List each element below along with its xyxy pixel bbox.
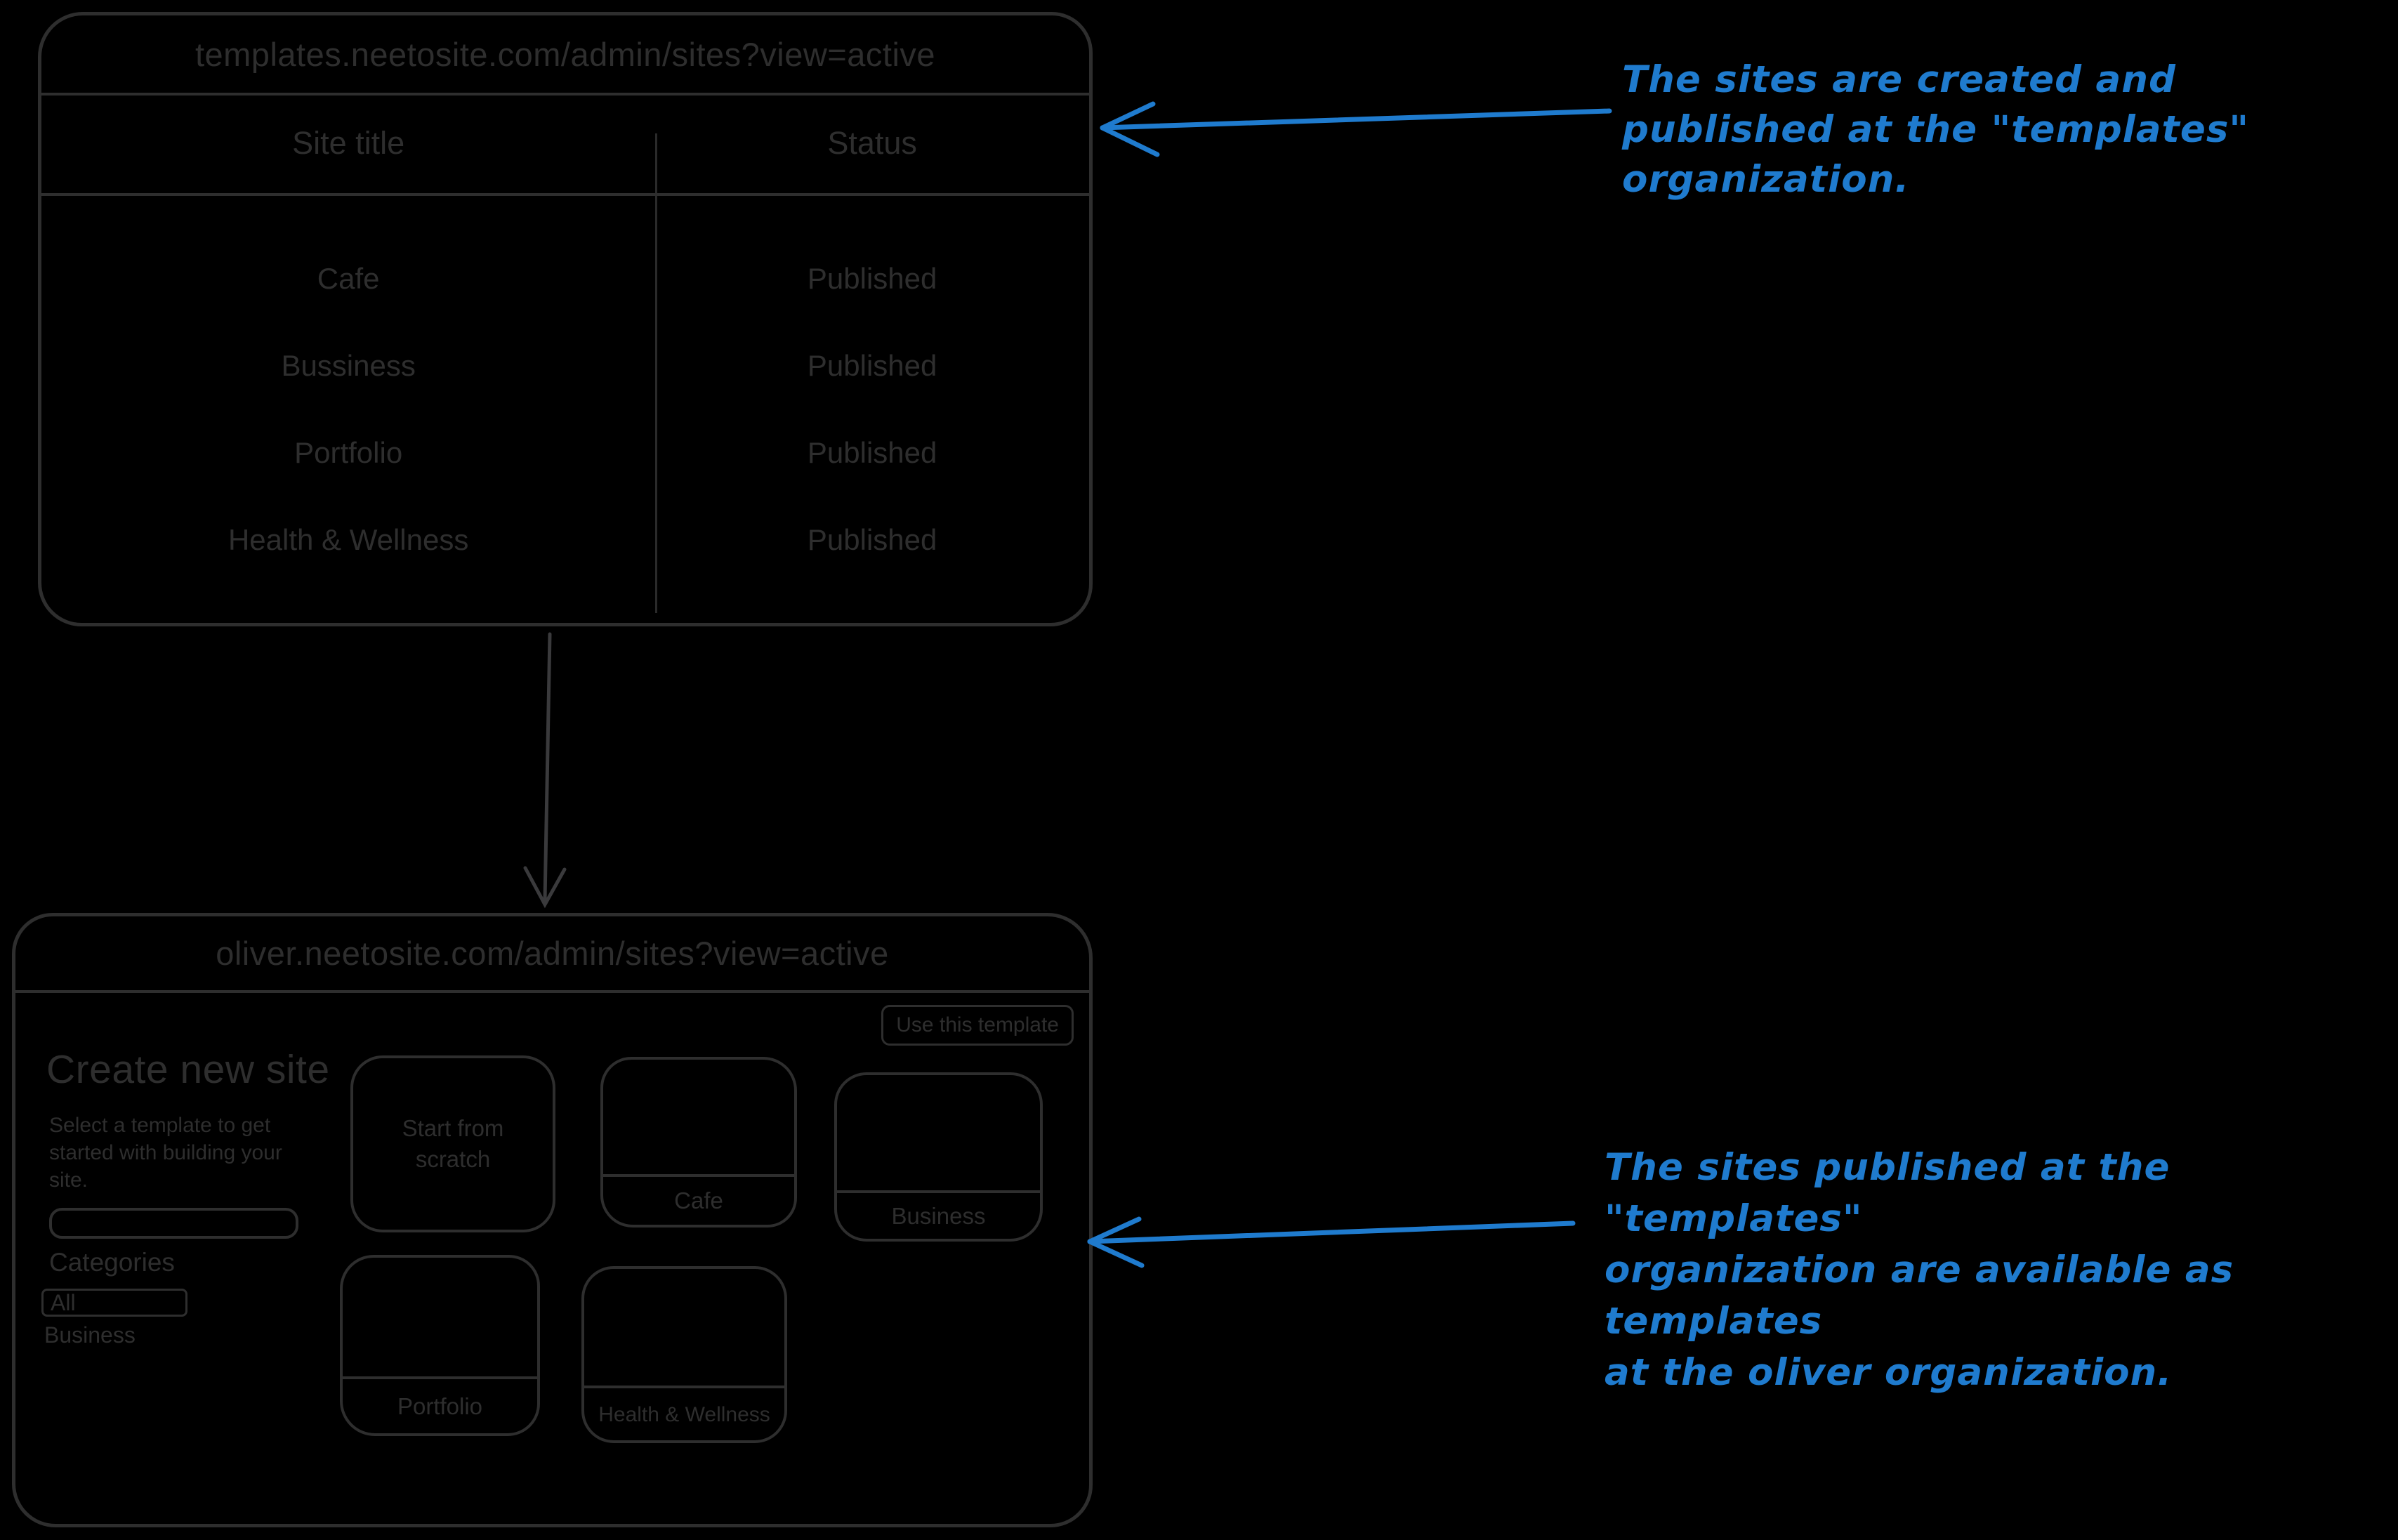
annotation-arrow-top [1100, 101, 1612, 157]
card-preview-area [837, 1075, 1040, 1190]
annotation-line: organization are available as templates [1605, 1249, 2234, 1343]
table-row: Bussiness Published [41, 322, 1089, 409]
table-row: Portfolio Published [41, 409, 1089, 496]
annotation-top-text: The sites are created and published at t… [1622, 55, 2249, 204]
annotation-line: at the oliver organization. [1605, 1351, 2173, 1394]
use-this-template-button[interactable]: Use this template [881, 1005, 1074, 1046]
template-search-input[interactable] [49, 1208, 298, 1239]
category-option-all[interactable]: All [41, 1289, 187, 1317]
site-title-cell: Portfolio [294, 436, 403, 469]
url-bar: oliver.neetosite.com/admin/sites?view=ac… [15, 916, 1089, 993]
annotation-line: The sites published at the "templates" [1605, 1146, 2170, 1240]
table-header-divider [40, 193, 1091, 196]
site-title-cell: Bussiness [281, 349, 416, 382]
table-row: Health & Wellness Published [41, 496, 1089, 584]
create-site-subtitle: Select a template to get started with bu… [49, 1114, 282, 1192]
annotation-arrow-bottom [1087, 1216, 1576, 1268]
annotation-line: organization. [1622, 158, 1910, 201]
status-cell: Published [807, 523, 937, 556]
card-preview-area [584, 1269, 784, 1386]
down-arrow [523, 632, 567, 909]
category-option-business[interactable]: Business [44, 1322, 136, 1348]
column-header-site-title: Site title [292, 125, 405, 161]
site-title-cell: Health & Wellness [228, 523, 469, 556]
create-new-site-heading: Create new site [46, 1047, 330, 1092]
oliver-admin-window: oliver.neetosite.com/admin/sites?view=ac… [12, 913, 1093, 1527]
annotation-line: published at the "templates" [1622, 108, 2250, 151]
status-cell: Published [807, 349, 937, 382]
column-header-status: Status [827, 125, 917, 161]
card-label: Portfolio [343, 1376, 537, 1433]
card-label: Business [837, 1190, 1040, 1239]
status-cell: Published [807, 262, 937, 295]
annotation-bottom-text: The sites published at the "templates" o… [1605, 1142, 2398, 1398]
categories-heading: Categories [49, 1248, 175, 1277]
annotation-line: The sites are created and [1622, 58, 2176, 101]
templates-admin-window: templates.neetosite.com/admin/sites?view… [38, 12, 1093, 626]
table-row: Cafe Published [41, 235, 1089, 322]
url-bar: templates.neetosite.com/admin/sites?view… [41, 15, 1089, 96]
template-card-cafe[interactable]: Cafe [600, 1057, 797, 1228]
site-title-cell: Cafe [317, 262, 380, 295]
card-label: Start from scratch [402, 1115, 504, 1172]
template-card-portfolio[interactable]: Portfolio [340, 1255, 540, 1436]
url-text: oliver.neetosite.com/admin/sites?view=ac… [216, 935, 889, 972]
card-label: Health & Wellness [584, 1386, 784, 1440]
card-preview-area [603, 1060, 794, 1174]
card-label: Cafe [603, 1174, 794, 1225]
card-preview-area [343, 1258, 537, 1376]
url-text: templates.neetosite.com/admin/sites?view… [195, 35, 936, 73]
status-cell: Published [807, 436, 937, 469]
table-column-divider [655, 133, 658, 613]
template-card-business[interactable]: Business [834, 1072, 1043, 1242]
template-card-health-wellness[interactable]: Health & Wellness [581, 1266, 787, 1443]
table-header-row: Site title Status [41, 94, 1089, 192]
template-card-start-from-scratch[interactable]: Start from scratch [350, 1055, 555, 1232]
